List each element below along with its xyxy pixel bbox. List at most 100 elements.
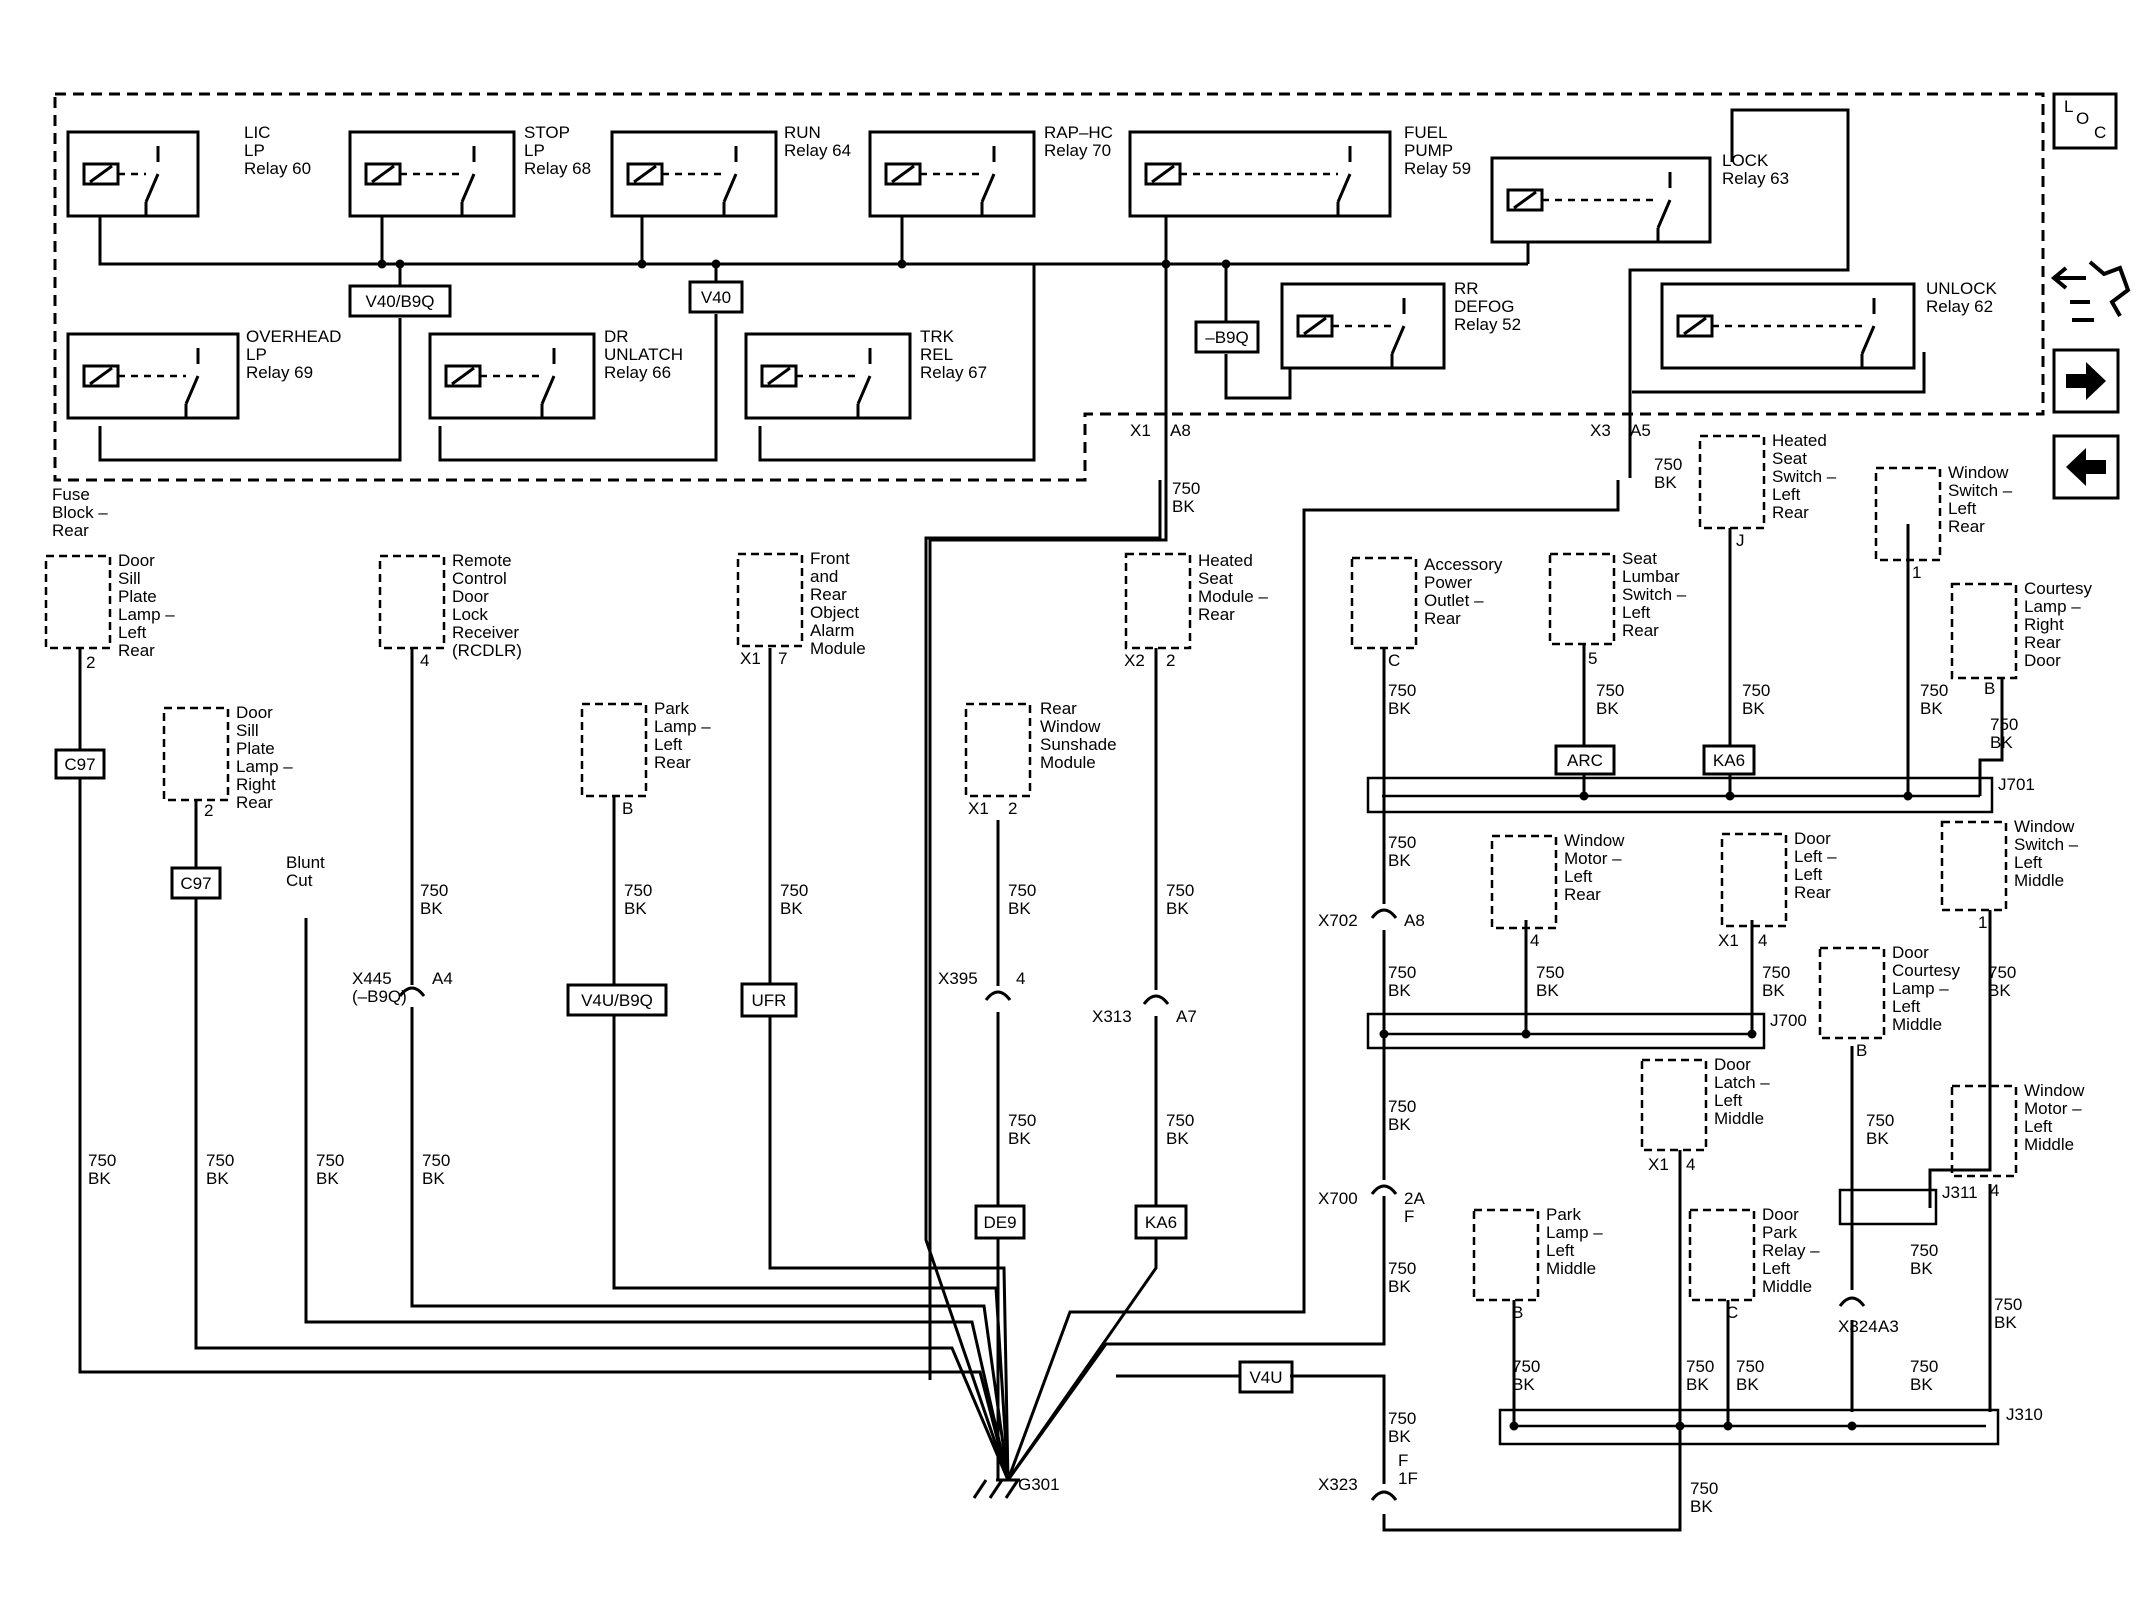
inline-connectors — [398, 908, 1866, 1501]
option-tag-text: DE9 — [983, 1213, 1016, 1232]
loc-c: C — [2094, 123, 2106, 142]
option-tag-v4u: V4U — [1238, 1360, 1294, 1394]
ground-wiring — [78, 480, 1682, 1532]
pin-courtesy-lm: B — [1856, 1041, 1867, 1060]
pin-latch-lm: 4 — [1686, 1155, 1695, 1174]
pin-acc-outlet: C — [1388, 651, 1400, 670]
junction-dots — [377, 259, 1913, 1431]
loc-button[interactable]: L O C — [2052, 92, 2118, 150]
x324-label: X324 — [1838, 1317, 1878, 1336]
option-tag-v40b9q: V40/B9Q — [348, 284, 452, 318]
option-tag-c97a: C97 — [54, 748, 106, 780]
x313-connector — [1142, 994, 1170, 1005]
forward-arrow-button[interactable] — [2052, 348, 2120, 414]
pin-sunshade: 2 — [1008, 799, 1017, 818]
pin-obj-alarm: 7 — [778, 649, 787, 668]
pin-heated-seat-mod: 2 — [1166, 651, 1175, 670]
x700-connector — [1370, 1184, 1398, 1195]
pin-door-lr-conn: X1 — [1718, 931, 1739, 950]
pin-win-sw-lr: 1 — [1912, 563, 1921, 582]
pin-rcdlr: 4 — [420, 651, 429, 670]
pin-fb-a5: A5 — [1630, 421, 1651, 440]
splice-j701-label: J701 — [1998, 775, 2035, 794]
pin-heated-seat-mod-conn: X2 — [1124, 651, 1145, 670]
option-tag-text: V40/B9Q — [366, 292, 435, 311]
harness-icon[interactable] — [2050, 260, 2131, 322]
x313-label: X313 — [1092, 1007, 1132, 1026]
option-tag-c97b: C97 — [170, 866, 222, 900]
back-arrow-button[interactable] — [2052, 434, 2120, 500]
option-tag-text: C97 — [64, 755, 95, 774]
x323-connector — [1370, 1490, 1398, 1501]
x395-label: X395 — [938, 969, 978, 988]
splice-wiring — [1366, 524, 2004, 1446]
x702-connector — [1370, 908, 1398, 919]
x313-pin: A7 — [1176, 1007, 1197, 1026]
option-tag-text: V4U/B9Q — [581, 991, 653, 1010]
pin-park-relay-lm: C — [1726, 1303, 1738, 1322]
option-tag-text: ARC — [1567, 751, 1603, 770]
option-tag-text: UFR — [752, 991, 787, 1010]
option-tag-text: KA6 — [1713, 751, 1745, 770]
option-tag-v4ub9q: V4U/B9Q — [566, 983, 668, 1017]
pin-win-sw-lm: 1 — [1978, 913, 1987, 932]
splice-j311-label: J311 — [1942, 1183, 1978, 1202]
pin-fb-x3: X3 — [1590, 421, 1611, 440]
pin-win-motor-lr: 4 — [1530, 931, 1539, 950]
x324-connector — [1838, 1296, 1866, 1307]
option-tag-arc: ARC — [1554, 744, 1616, 776]
ground-g301-label: G301 — [1018, 1475, 1060, 1494]
